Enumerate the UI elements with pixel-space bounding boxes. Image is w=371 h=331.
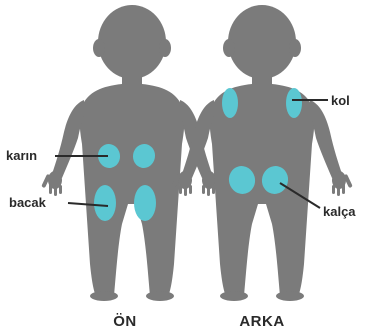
label-hip: kalça: [323, 204, 356, 219]
site-thigh-right: [134, 185, 156, 221]
label-thigh: bacak: [9, 195, 47, 210]
label-arm: kol: [331, 93, 350, 108]
site-arm-left: [222, 88, 238, 118]
label-front-view: ÖN: [113, 313, 137, 330]
label-abdomen: karın: [6, 148, 37, 163]
site-thigh-left: [94, 185, 116, 221]
back-figure: [171, 5, 353, 301]
site-arm-right: [286, 88, 302, 118]
label-back-view: ARKA: [239, 313, 284, 330]
